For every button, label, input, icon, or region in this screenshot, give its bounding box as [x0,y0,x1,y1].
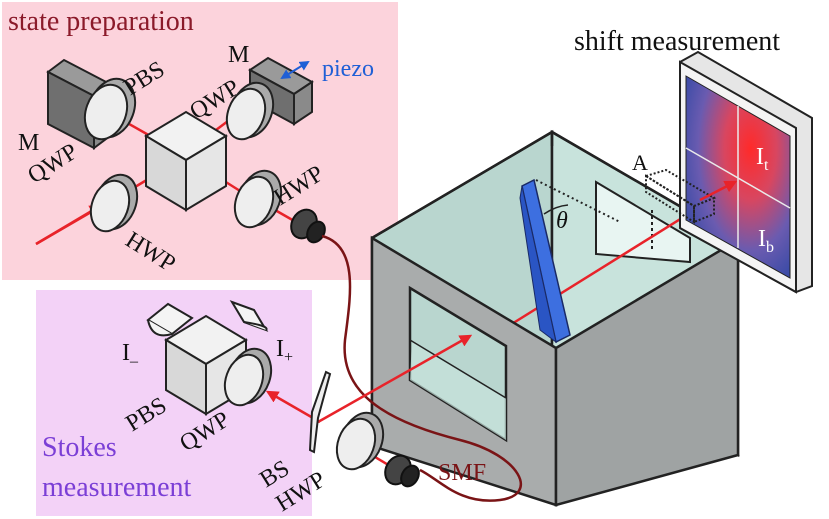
fiber-coupler-top [290,208,326,244]
shift-measurement-title: shift measurement [574,26,780,57]
detector-bottom-label: Ib [758,226,774,256]
mirror-right-label: M [228,42,249,68]
detector-top-label: It [756,144,769,174]
pbs-cube-top [144,110,228,212]
sample-box-front [370,130,740,507]
piezo-arrow [280,60,310,80]
piezo-label: piezo [322,56,374,82]
single-mode-fiber [321,234,522,502]
beam-to-detector [699,180,738,202]
smf-label: SMF [438,460,486,486]
qwp-left [83,77,137,141]
beam-splitter [308,370,332,454]
stokes-title-line2: measurement [42,472,191,503]
mirror-left-label: M [18,130,39,156]
hwp-top-bottom [89,173,139,233]
theta-arc [543,204,569,215]
input-beam [317,334,473,424]
aperture-label: A [632,150,648,175]
stokes-title-line1: Stokes [42,432,117,463]
detector-i-plus [229,300,269,332]
detector-i-minus [146,302,194,337]
detector-i-minus-label: I– [122,340,139,370]
qwp-right [225,81,275,141]
hwp-bottom [335,411,385,471]
inner-window [595,180,691,264]
aperture [643,168,717,224]
qwp-bottom [223,347,273,407]
fiber-coupler-bottom [384,454,420,488]
state-preparation-title: state preparation [8,6,194,37]
theta-label: θ [556,208,568,234]
prism [519,178,571,344]
hwp-top-right [233,169,283,229]
detector-i-plus-label: I+ [276,336,293,366]
theta-reference-line [535,179,621,223]
quadrant-detector [679,50,813,294]
